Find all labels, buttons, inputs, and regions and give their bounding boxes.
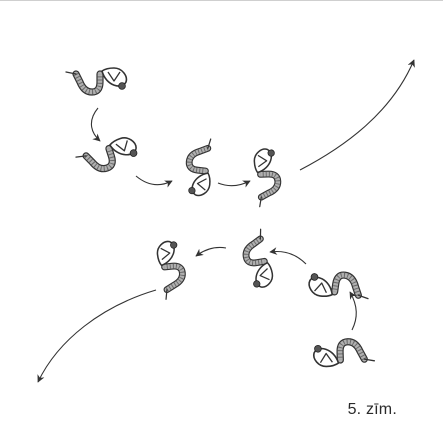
- arrow-5-to-6: [195, 246, 227, 257]
- molecule-4: [254, 149, 279, 207]
- pathway-arrows: [37, 59, 415, 383]
- top-rule: [0, 0, 443, 1]
- arrow-3-to-4: [217, 180, 251, 188]
- arrow-8-to-7: [349, 291, 357, 331]
- molecule-5: [242, 229, 274, 289]
- molecule-1: [66, 68, 126, 92]
- figure-caption: 5. zīm.: [347, 401, 397, 418]
- molecule-8: [313, 341, 374, 367]
- molecule-6: [156, 240, 185, 299]
- arrow-7-to-5: [269, 247, 307, 265]
- molecule-7: [308, 270, 371, 302]
- molecule-2: [75, 135, 140, 176]
- molecule-3: [186, 137, 215, 196]
- arrow-to-top-right: [299, 59, 415, 171]
- arrow-1-to-2: [90, 107, 101, 142]
- arrow-2-to-3: [135, 175, 173, 188]
- arrow-to-bottom-left: [37, 289, 157, 383]
